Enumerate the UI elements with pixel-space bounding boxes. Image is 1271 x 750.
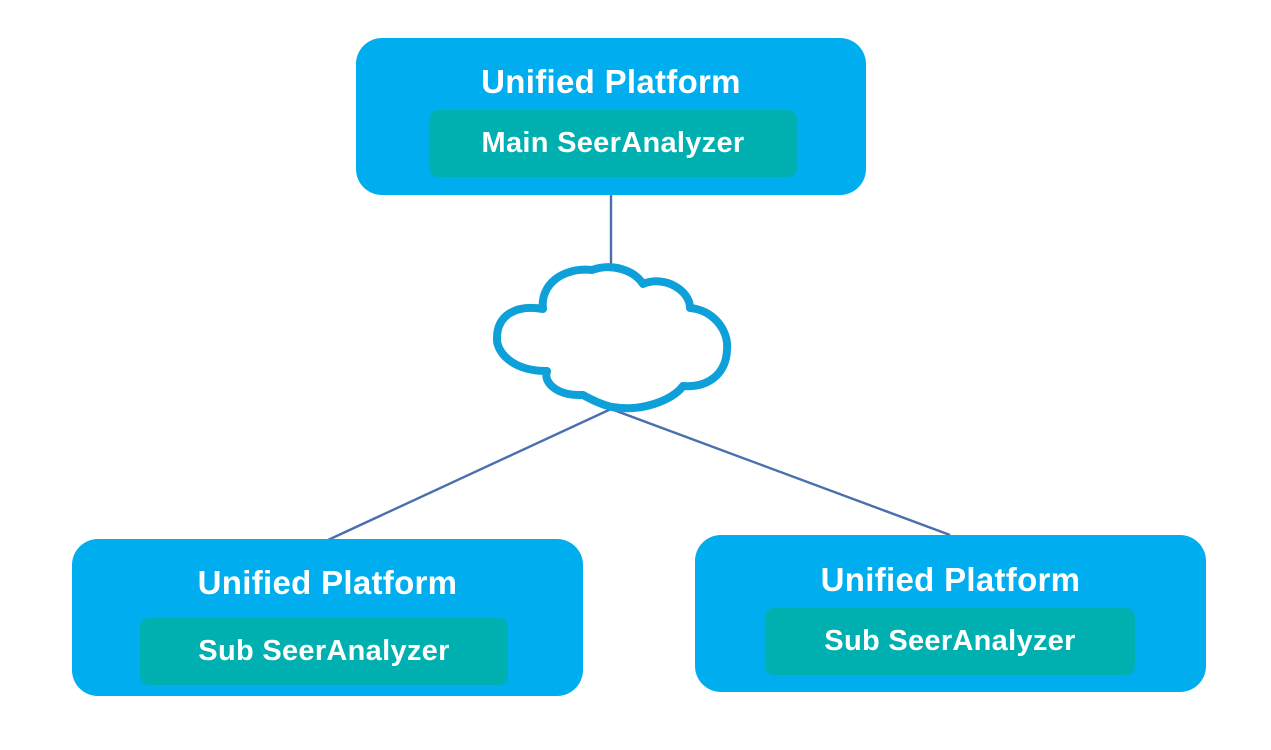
main-seeranalyzer-box: Main SeerAnalyzer xyxy=(429,110,797,177)
main-platform-label: Unified Platform xyxy=(481,63,741,100)
sub-right-platform-label: Unified Platform xyxy=(820,561,1081,598)
sub-unified-platform-node-right: Unified Platform Sub SeerAnalyzer xyxy=(695,535,1206,692)
sub-left-platform-label: Unified Platform xyxy=(197,564,458,601)
sub-left-seeranalyzer-box: Sub SeerAnalyzer xyxy=(140,618,508,685)
link-cloud-to-sub-right xyxy=(610,407,951,537)
sub-unified-platform-node-left: Unified Platform Sub SeerAnalyzer xyxy=(72,539,583,696)
cloud-icon xyxy=(493,263,732,413)
sub-right-seeranalyzer-box: Sub SeerAnalyzer xyxy=(765,608,1135,675)
main-unified-platform-node: Unified Platform Main SeerAnalyzer xyxy=(356,38,866,195)
link-cloud-to-sub-left xyxy=(327,407,612,542)
